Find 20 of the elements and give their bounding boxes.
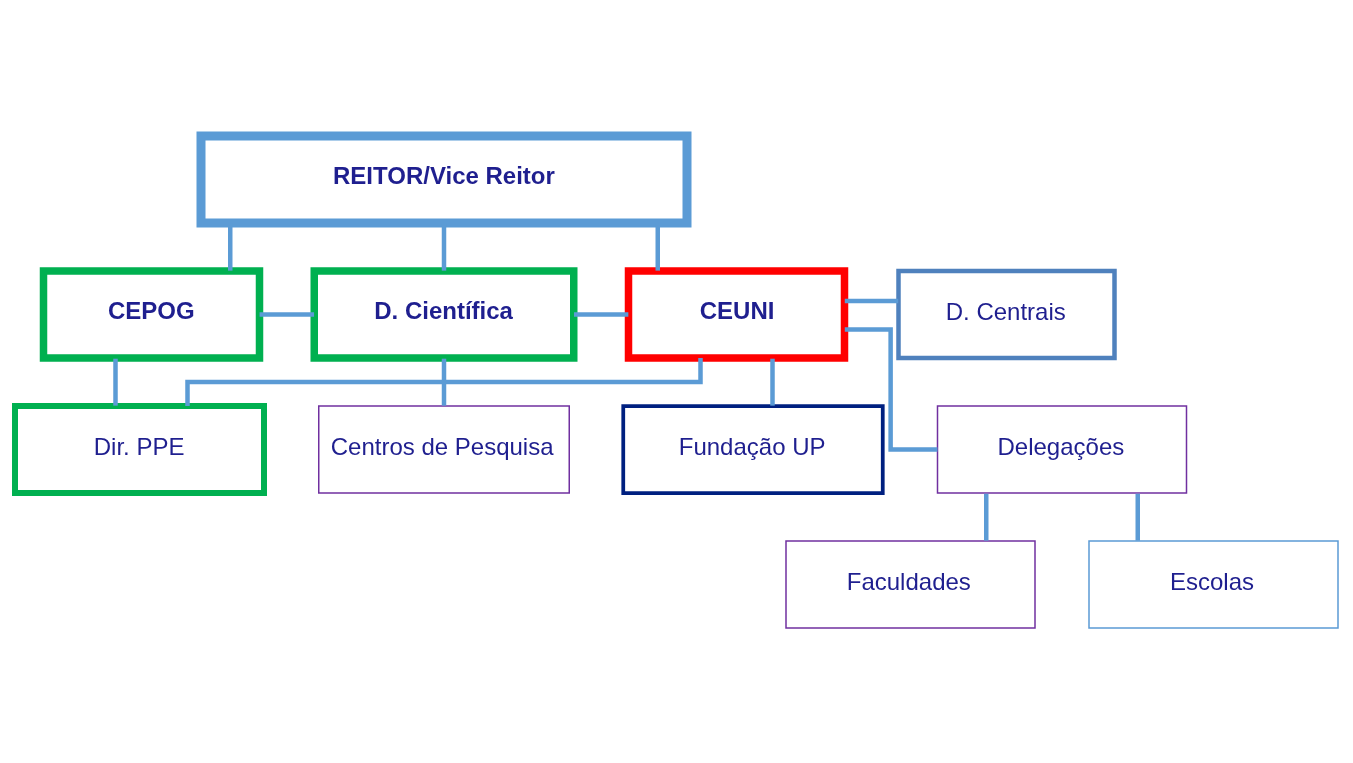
node-box: REITOR/Vice Reitor xyxy=(196,131,692,227)
node-box: Delegações xyxy=(936,404,1188,494)
node-box: Faculdades xyxy=(785,539,1036,629)
connector xyxy=(844,298,899,303)
connector xyxy=(441,358,447,406)
node-box: Fundação UP xyxy=(621,403,885,495)
connector xyxy=(574,311,629,317)
node-box: Dir. PPE xyxy=(12,402,267,496)
node-box: CEPOG xyxy=(39,266,264,362)
node-box: CEUNI xyxy=(624,266,849,362)
connector xyxy=(1135,493,1140,541)
connector xyxy=(844,326,938,452)
connector xyxy=(984,493,989,541)
connector xyxy=(770,358,775,406)
node-box: Centros de Pesquisa xyxy=(318,404,570,494)
node-box: D. Centrais xyxy=(896,268,1117,360)
node-box: Escolas xyxy=(1088,539,1339,629)
connector xyxy=(113,358,118,406)
node-box: D. Científica xyxy=(310,266,578,362)
connector xyxy=(259,311,315,317)
